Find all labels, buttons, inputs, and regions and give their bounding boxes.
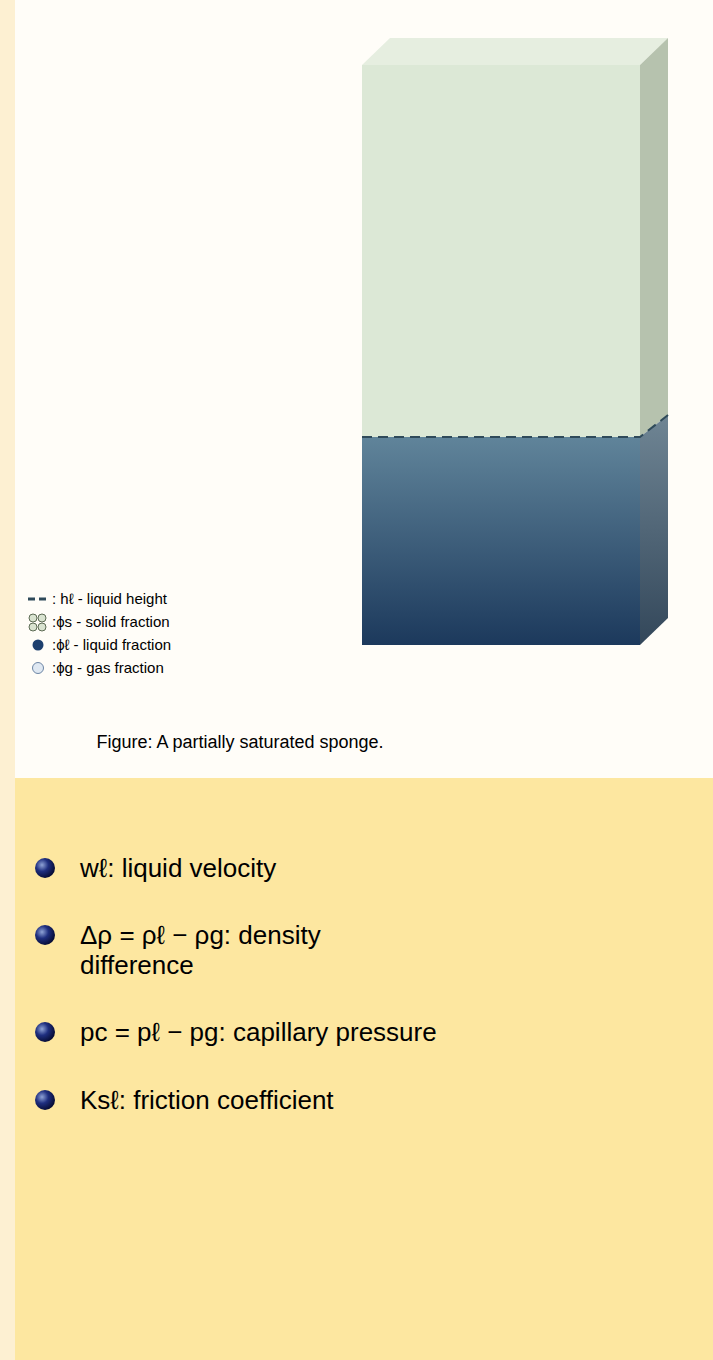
- sponge-side-dry: [640, 38, 668, 437]
- block-body: [15, 778, 713, 1360]
- figure-panel: [15, 0, 713, 778]
- legend-label: : hℓ - liquid height: [52, 590, 167, 608]
- bullet-ball: [35, 925, 55, 945]
- figure-caption: Figure: A partially saturated sponge.: [40, 731, 440, 753]
- legend-label: :ϕℓ - liquid fraction: [52, 636, 171, 654]
- dashed-sample: [28, 598, 48, 601]
- bullet-ball: [35, 1022, 55, 1042]
- bullet-text: wℓ: liquid velocity: [80, 853, 440, 883]
- sponge-side-wet: [640, 415, 668, 645]
- bullet-text: pc = pℓ − pg: capillary pressure: [80, 1017, 440, 1047]
- sponge-wet: [362, 437, 640, 645]
- bullet-text: Ksℓ: friction coefficient: [80, 1085, 440, 1115]
- gas-sample: [33, 663, 44, 674]
- bullet-text: Δρ = ρℓ − ρg: density difference: [80, 920, 440, 980]
- legend-label: :ϕs - solid fraction: [52, 613, 170, 631]
- bullet-ball: [35, 858, 55, 878]
- sponge-top: [362, 38, 668, 65]
- sponge-dry: [362, 65, 640, 437]
- liquid-height-line: [362, 415, 668, 437]
- liquid-sample: [33, 640, 44, 651]
- bullet-ball: [35, 1090, 55, 1110]
- solid-sample: [29, 614, 46, 631]
- legend-label: :ϕg - gas fraction: [52, 659, 164, 677]
